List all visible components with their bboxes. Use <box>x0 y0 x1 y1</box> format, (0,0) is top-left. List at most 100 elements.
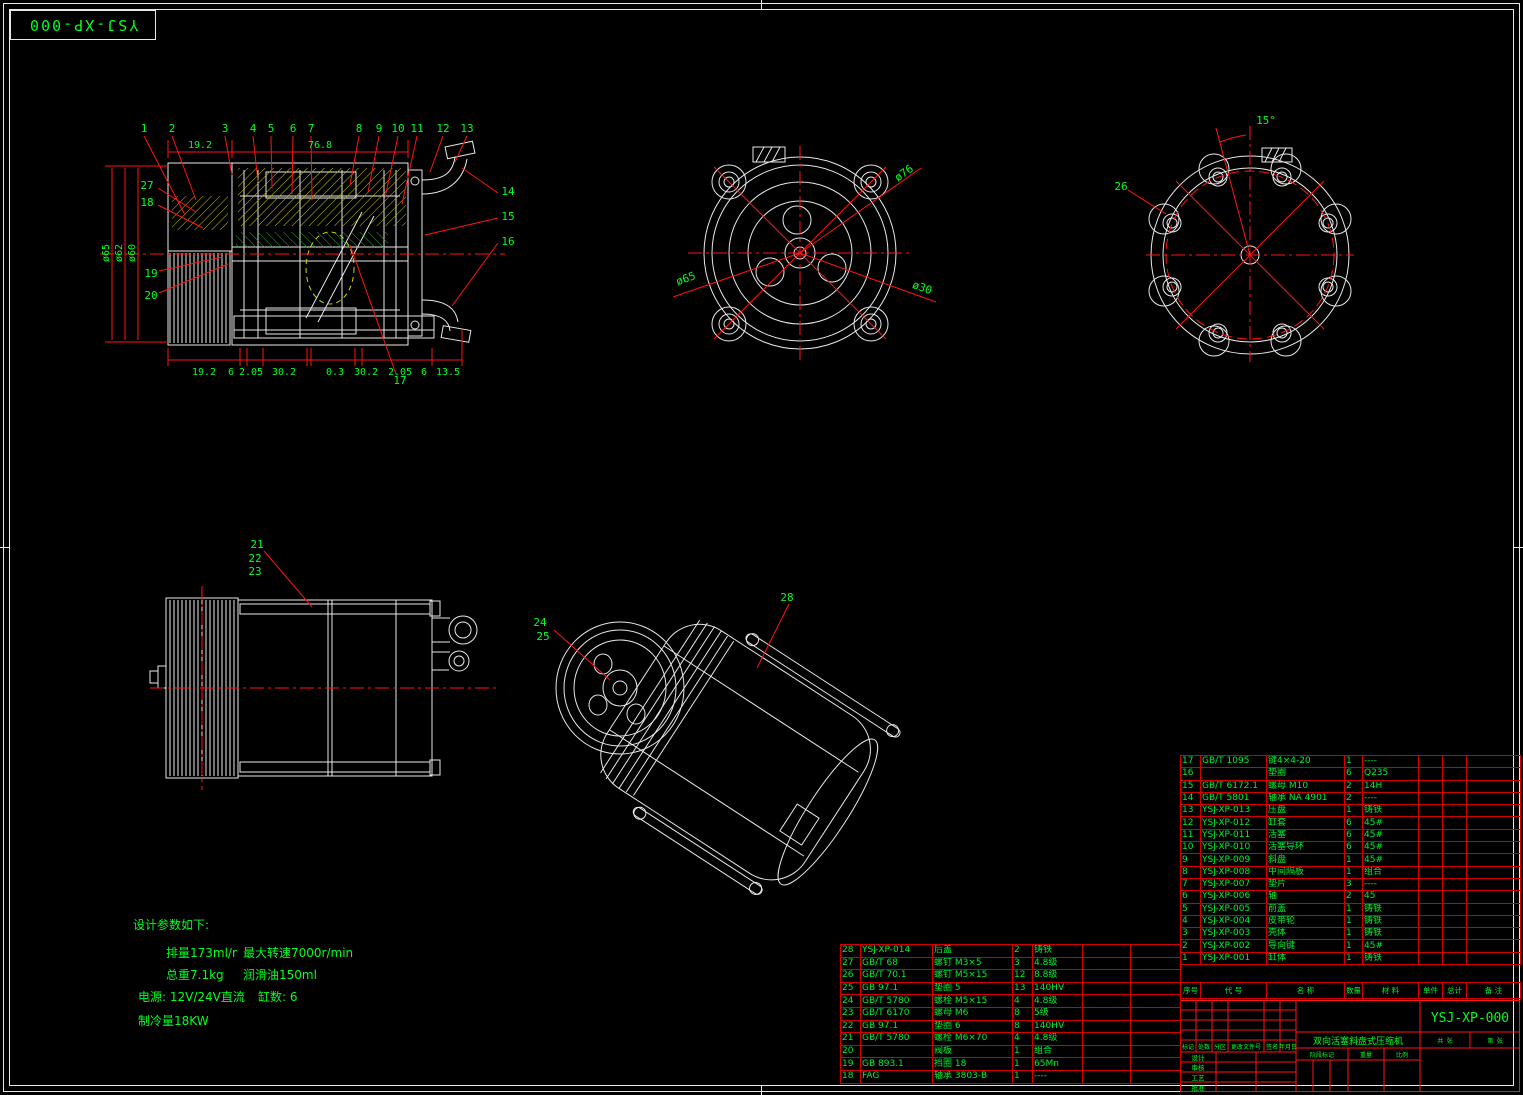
hatch-cylinder-head <box>238 168 406 226</box>
dim-d30: ø30 <box>911 278 934 297</box>
cell-no: 17 <box>1180 754 1201 769</box>
callout-4: 4 <box>250 122 257 135</box>
cell-w1 <box>1418 951 1443 966</box>
cell-code: GB/T 1095 <box>1200 754 1267 769</box>
sheet-total-label: 共 张 <box>1437 1037 1453 1045</box>
cell-material: 8.8级 <box>1032 969 1083 983</box>
cell-w2 <box>1442 853 1467 867</box>
cell-material: 140HV <box>1032 981 1083 996</box>
side-view: 21 22 23 <box>149 538 500 790</box>
cell-w2 <box>1442 791 1467 806</box>
cell-name: 导向键 <box>1266 939 1345 953</box>
cell-w2 <box>1442 902 1467 916</box>
sign-label-approve: 批准 <box>1192 1083 1206 1092</box>
cell-w2 <box>1442 754 1467 769</box>
callout-25: 25 <box>536 630 549 643</box>
sheet-no-label: 第 张 <box>1487 1037 1503 1045</box>
cell-code: YSJ-XP-014 <box>860 944 933 958</box>
cell-name: 前盖 <box>1266 902 1345 916</box>
cell-w1 <box>1418 767 1443 781</box>
front-leaders <box>672 166 937 340</box>
cell-remark <box>1466 927 1521 941</box>
cell-x2 <box>1130 1069 1181 1084</box>
cell-material: ---- <box>1362 754 1419 769</box>
hatch-valve-plate <box>236 232 388 248</box>
cell-no: 4 <box>1180 914 1201 929</box>
dim-bottom-2: 2.05 <box>239 367 263 378</box>
cell-w2 <box>1442 841 1467 855</box>
cell-w2 <box>1442 914 1467 929</box>
cell-no: 8 <box>1180 865 1201 879</box>
rev-label-count: 处数 <box>1198 1043 1210 1051</box>
callout-26: 26 <box>1114 180 1127 193</box>
cell-qty: 2 <box>1344 890 1363 904</box>
cell-no: 20 <box>840 1044 861 1059</box>
cell-material: 45# <box>1362 841 1419 855</box>
cell-material: 铸铁 <box>1362 902 1419 916</box>
cell-code: YSJ-XP-009 <box>1200 853 1267 867</box>
callout-17: 17 <box>393 374 406 387</box>
cell-code: GB 97.1 <box>860 1019 933 1034</box>
bom-header: 序号 代 号 名 称 数量 材 料 单件 总计 备 注 <box>1180 982 1521 999</box>
cell-code: GB/T 6172.1 <box>1200 779 1267 793</box>
hdr-total-weight: 总计 <box>1442 982 1467 999</box>
cell-code: YSJ-XP-011 <box>1200 828 1267 843</box>
cell-w2 <box>1442 927 1467 941</box>
cell-w2 <box>1442 816 1467 830</box>
cell-qty: 1 <box>1344 754 1363 769</box>
section-callouts: 1 2 3 4 5 6 7 8 9 10 11 12 13 27 18 19 2… <box>140 122 515 387</box>
cell-name: 轴承 NA 4901 <box>1266 791 1345 806</box>
cell-material: 铸铁 <box>1362 804 1419 818</box>
hdr-code: 代 号 <box>1200 982 1267 999</box>
cell-name: 活塞导环 <box>1266 841 1345 855</box>
cell-w1 <box>1418 939 1443 953</box>
callout-27: 27 <box>140 179 153 192</box>
part-name: 双向活塞斜盘式压缩机 <box>1313 1035 1403 1047</box>
hdr-material: 材 料 <box>1362 982 1419 999</box>
sign-label-design: 设计 <box>1192 1053 1206 1062</box>
cell-code: GB/T 70.1 <box>860 969 933 983</box>
cell-material: ---- <box>1362 877 1419 892</box>
cell-x1 <box>1082 1006 1131 1021</box>
cell-material: 4.8级 <box>1032 956 1083 971</box>
cell-x1 <box>1082 944 1131 958</box>
stage-label: 阶段标记 <box>1310 1051 1334 1059</box>
cell-w1 <box>1418 902 1443 916</box>
callout-9: 9 <box>376 122 383 135</box>
cell-w2 <box>1442 767 1467 781</box>
cell-name: 斜盘 <box>1266 853 1345 867</box>
cell-no: 24 <box>840 994 861 1008</box>
title-block-grid <box>1180 1000 1520 1092</box>
param-cooling: 制冷量18KW <box>138 1014 209 1028</box>
cell-material: 45# <box>1362 939 1419 953</box>
callout-3: 3 <box>222 122 229 135</box>
dim-d60: ø60 <box>127 244 138 262</box>
callout-20: 20 <box>144 289 157 302</box>
cell-qty: 1 <box>1344 939 1363 953</box>
cell-no: 26 <box>840 969 861 983</box>
hdr-no: 序号 <box>1180 982 1201 999</box>
cell-x1 <box>1082 981 1131 996</box>
hdr-qty: 数量 <box>1344 982 1363 999</box>
cell-w2 <box>1442 951 1467 966</box>
swash-circle-phantom <box>305 231 355 305</box>
cell-x2 <box>1130 1032 1181 1046</box>
cell-no: 13 <box>1180 804 1201 818</box>
cell-material: 4.8级 <box>1032 1032 1083 1046</box>
cell-qty: 6 <box>1344 767 1363 781</box>
iso-view: 24 25 28 <box>533 591 901 895</box>
cell-no: 9 <box>1180 853 1201 867</box>
callout-21: 21 <box>250 538 263 551</box>
cell-material: 铸铁 <box>1362 914 1419 929</box>
cell-qty: 8 <box>1012 1019 1033 1034</box>
cell-no: 2 <box>1180 939 1201 953</box>
cell-w1 <box>1418 877 1443 892</box>
